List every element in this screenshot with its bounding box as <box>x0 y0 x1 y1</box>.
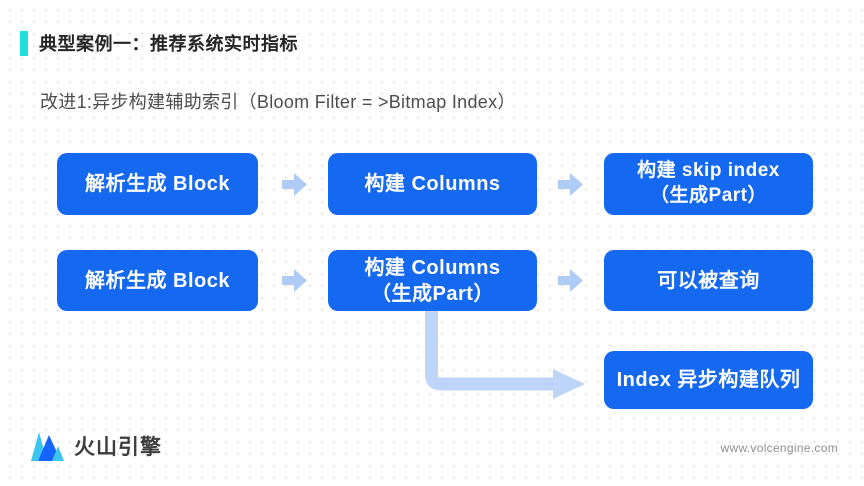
slide-subtitle: 改进1:异步构建辅助索引（Bloom Filter = >Bitmap Inde… <box>40 92 516 112</box>
slide-title: 典型案例一：推荐系统实时指标 <box>39 34 298 54</box>
flow-box-build-columns-part: 构建 Columns （生成Part） <box>328 250 537 311</box>
flow-box-label-line1: 构建 skip index <box>637 160 780 182</box>
flow-box-build-columns: 构建 Columns <box>328 153 537 215</box>
flow-box-queryable: 可以被查询 <box>604 250 813 311</box>
flow-box-label-line1: 构建 Columns <box>364 256 501 279</box>
flow-box-label: 可以被查询 <box>657 269 760 292</box>
flow-box-parse-block-1: 解析生成 Block <box>57 153 258 215</box>
flow-box-label: 解析生成 Block <box>84 173 231 195</box>
title-row: 典型案例一：推荐系统实时指标 <box>20 30 298 56</box>
flow-box-parse-block-2: 解析生成 Block <box>57 250 258 311</box>
right-arrow-icon <box>558 173 583 196</box>
flow-box-label: 构建 Columns <box>364 173 501 195</box>
flow-box-label-line2: （生成Part） <box>650 185 767 206</box>
flow-box-label: Index 异步构建队列 <box>616 369 801 391</box>
flow-box-label-line2: （生成Part） <box>371 282 494 305</box>
right-arrow-icon <box>282 173 307 196</box>
title-accent-bar <box>20 30 28 56</box>
right-arrow-icon <box>282 269 307 292</box>
brand-logo: 火山引擎 <box>30 431 162 461</box>
flow-box-build-skip-index: 构建 skip index （生成Part） <box>604 153 813 215</box>
right-arrow-icon <box>558 269 583 292</box>
website-url: www.volcengine.com <box>720 441 838 455</box>
flow-box-label: 解析生成 Block <box>84 269 231 292</box>
volcengine-mountains-icon <box>31 432 64 461</box>
brand-name: 火山引擎 <box>74 436 162 459</box>
flow-box-index-async-queue: Index 异步构建队列 <box>604 351 813 409</box>
